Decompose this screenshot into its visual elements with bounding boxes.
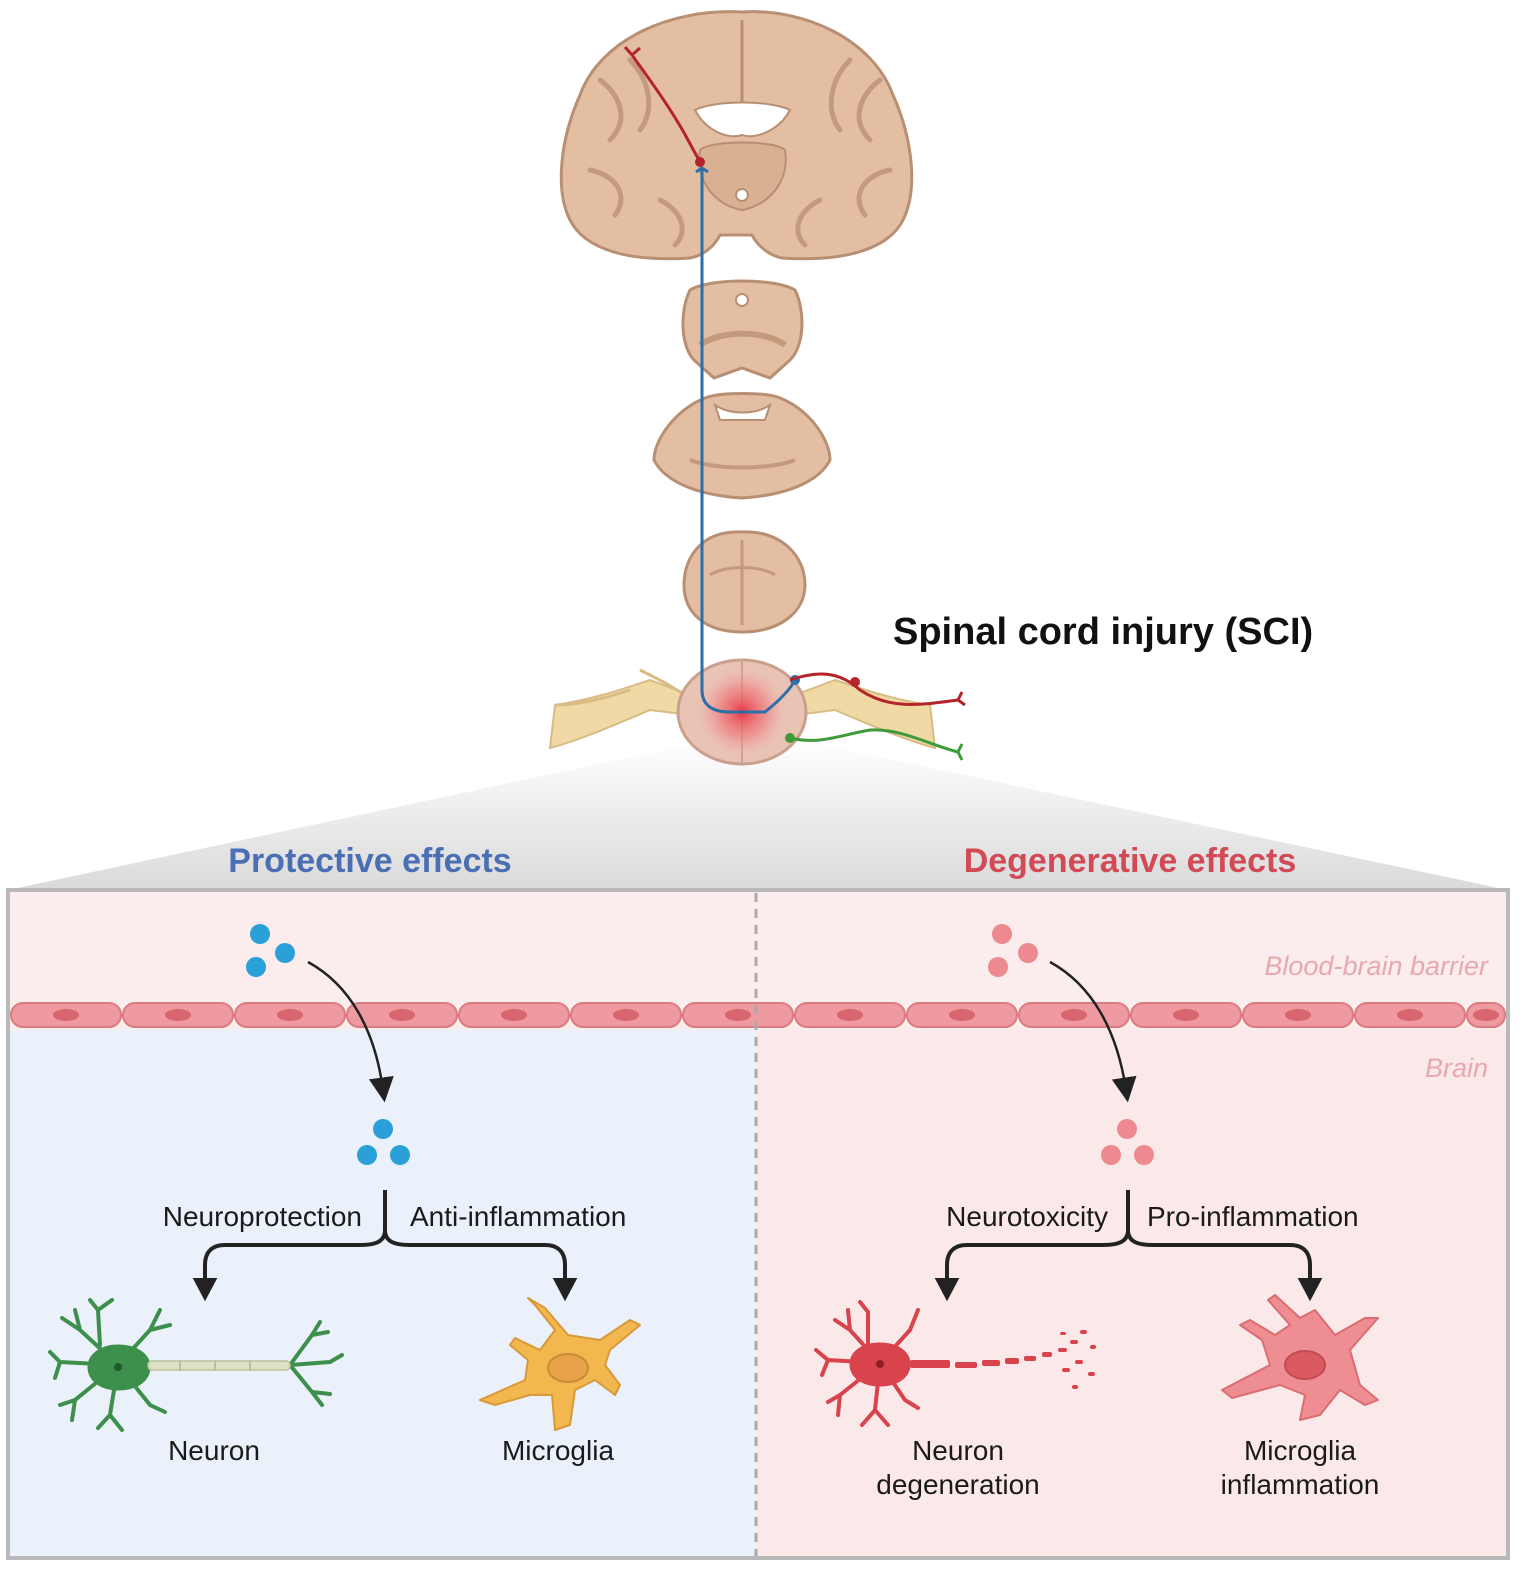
endothelial-nucleus xyxy=(613,1009,639,1021)
brain-coronal-section xyxy=(559,10,914,261)
pons-section xyxy=(652,392,832,500)
microglia-label: Microglia xyxy=(502,1435,614,1466)
axon-fragment xyxy=(1042,1352,1052,1357)
descending-pathway-blue xyxy=(700,168,797,714)
neuron-degeneration-label-line2: degeneration xyxy=(876,1469,1039,1500)
axon-fragment xyxy=(1062,1368,1070,1372)
spinal-cord-section xyxy=(548,658,937,766)
axon-fragment xyxy=(1070,1340,1078,1344)
axon-fragment xyxy=(982,1360,1000,1366)
degenerating-neuron-icon xyxy=(814,1300,1096,1427)
brain-label: Brain xyxy=(1425,1053,1488,1083)
endothelial-nucleus xyxy=(1173,1009,1199,1021)
degenerative-particles-blood xyxy=(988,924,1038,977)
endothelial-nucleus xyxy=(277,1009,303,1021)
microglia-inflammation-label-line1: Microglia xyxy=(1244,1435,1356,1466)
pro-inflammation-label: Pro-inflammation xyxy=(1147,1201,1359,1232)
protective-particles-brain xyxy=(357,1119,410,1165)
degenerative-branch-arrows xyxy=(934,1190,1323,1302)
anti-inflammation-label: Anti-inflammation xyxy=(410,1201,626,1232)
endothelial-nucleus xyxy=(53,1009,79,1021)
axon-fragment xyxy=(1005,1358,1019,1364)
brain-background-protective xyxy=(8,1030,756,1558)
axon-fragment xyxy=(1060,1332,1066,1335)
endothelial-nucleus xyxy=(165,1009,191,1021)
endothelial-nucleus xyxy=(1473,1009,1499,1021)
degenerative-crossing-arrow xyxy=(1049,960,1137,1103)
endothelial-nucleus xyxy=(389,1009,415,1021)
microglia-icon xyxy=(479,1297,641,1431)
endothelial-cell-layer xyxy=(10,1002,1506,1028)
sensory-pathway-green xyxy=(789,728,959,754)
axon-fragment xyxy=(1072,1385,1078,1389)
protective-particles-blood xyxy=(246,924,295,977)
neuron-degeneration-label-line1: Neuron xyxy=(912,1435,1004,1466)
endothelial-nucleus xyxy=(837,1009,863,1021)
endothelial-nucleus xyxy=(1061,1009,1087,1021)
axon-fragments xyxy=(910,1330,1096,1389)
bbb-label: Blood-brain barrier xyxy=(1264,951,1489,981)
healthy-neuron-icon xyxy=(48,1298,344,1432)
degenerative-effects-heading: Degenerative effects xyxy=(964,842,1297,880)
axon-fragment xyxy=(910,1360,950,1368)
microglia-inflammation-label-line2: inflammation xyxy=(1221,1469,1380,1500)
neuron-label: Neuron xyxy=(168,1435,260,1466)
zoom-cone xyxy=(8,738,1508,890)
protective-branch-arrows xyxy=(192,1190,578,1302)
axon-fragment xyxy=(1080,1330,1087,1334)
endothelial-nucleus xyxy=(949,1009,975,1021)
neurotoxicity-label: Neurotoxicity xyxy=(946,1201,1108,1232)
endothelial-nucleus xyxy=(1285,1009,1311,1021)
endothelial-nucleus xyxy=(725,1009,751,1021)
axon-fragment xyxy=(1058,1348,1067,1352)
protective-effects-heading: Protective effects xyxy=(228,842,511,880)
brain-background-degenerative xyxy=(756,1030,1508,1558)
endothelial-nucleus xyxy=(501,1009,527,1021)
main-title: Spinal cord injury (SCI) xyxy=(893,611,1313,653)
axon-fragment xyxy=(1088,1372,1095,1376)
axon-fragment xyxy=(955,1362,977,1368)
protective-crossing-arrow xyxy=(307,960,394,1103)
motor-pathway-red xyxy=(789,672,959,706)
axon-fragment xyxy=(1024,1356,1036,1361)
medulla-section xyxy=(682,530,807,634)
neuroprotection-label: Neuroprotection xyxy=(163,1201,362,1232)
inflamed-microglia-icon xyxy=(1221,1294,1379,1421)
axon-fragment xyxy=(1075,1360,1083,1364)
corticospinal-pathway-red xyxy=(630,54,702,163)
endothelial-nucleus xyxy=(1397,1009,1423,1021)
axon-fragment xyxy=(1090,1345,1096,1349)
midbrain-section xyxy=(681,279,804,380)
degenerative-particles-brain xyxy=(1101,1119,1154,1165)
